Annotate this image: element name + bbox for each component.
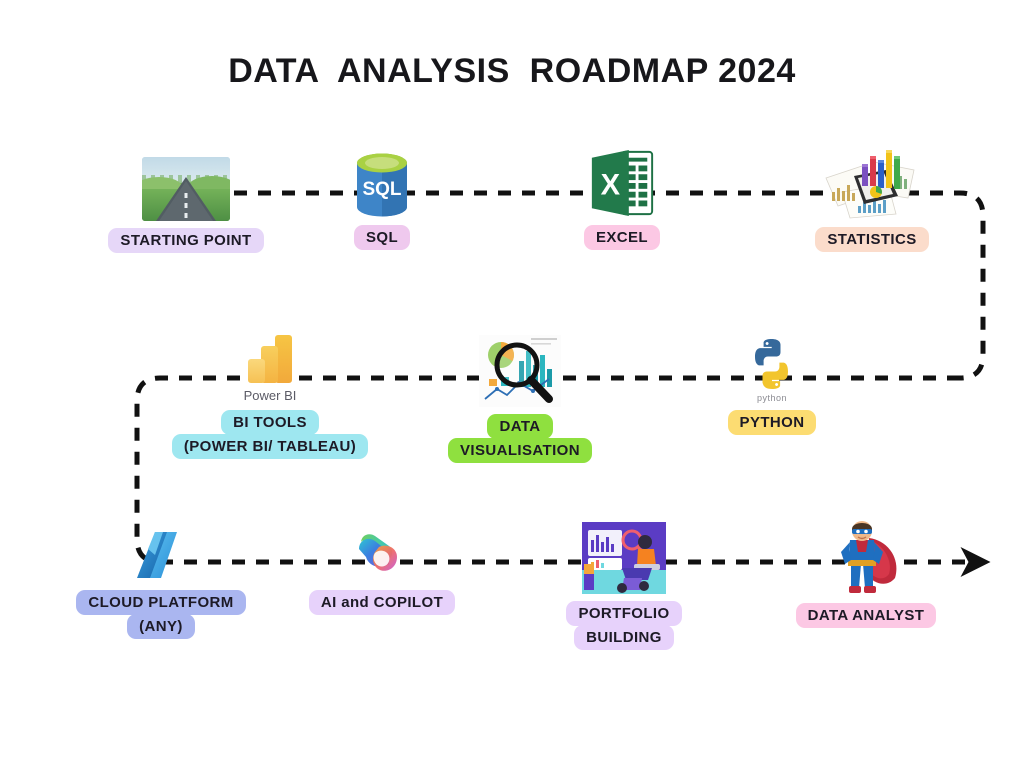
node-label-line: EXCEL [583,225,660,250]
portfolio-illustration-icon [582,522,666,594]
node-ai-copilot[interactable]: AI and COPILOT [300,527,464,615]
node-statistics[interactable]: STATISTICS [812,148,932,252]
node-label-line: (POWER BI/ TABLEAU) [171,434,369,459]
magnifier-chart-icon [479,335,561,407]
node-label-line: STATISTICS [815,227,929,252]
node-label-line: VISUALISATION [448,438,592,463]
node-label: SQL [353,225,411,250]
node-label-line: CLOUD PLATFORM [76,590,246,615]
node-label: PYTHON [727,410,817,435]
node-label-line: DATA ANALYST [795,603,937,628]
node-starting-point[interactable]: STARTING POINT [96,157,276,253]
node-data-visualisation[interactable]: DATA VISUALISATION [438,335,602,463]
node-label-line: STARTING POINT [108,228,264,253]
azure-icon [133,527,189,583]
node-bi-tools[interactable]: Power BI BI TOOLS (POWER BI/ TABLEAU) [158,333,382,459]
svg-text:SQL: SQL [362,179,401,200]
page-title: DATA ANALYSIS ROADMAP 2024 [228,52,796,90]
statistics-charts-icon [822,148,922,220]
node-label: AI and COPILOT [308,590,456,615]
power-bi-caption: Power BI [243,388,297,403]
excel-icon: X [589,148,655,218]
node-label-line: PYTHON [727,410,817,435]
node-excel[interactable]: X EXCEL [562,148,682,250]
node-sql[interactable]: SQL SQL [322,152,442,250]
power-bi-icon: Power BI [243,333,297,403]
node-python[interactable]: python PYTHON [712,336,832,435]
node-label: STATISTICS [815,227,929,252]
node-portfolio-building[interactable]: PORTFOLIO BUILDING [552,522,696,650]
node-label-line: AI and COPILOT [308,590,456,615]
node-label: DATA VISUALISATION [448,414,592,463]
node-label: STARTING POINT [108,228,264,253]
node-cloud-platform[interactable]: CLOUD PLATFORM (ANY) [56,527,266,639]
road-icon [142,157,230,221]
node-label: CLOUD PLATFORM (ANY) [76,590,246,639]
node-label-line: BI TOOLS [221,410,319,435]
superhero-icon [829,518,903,596]
python-icon: python [744,336,800,403]
node-label-line: BUILDING [574,625,674,650]
node-label-line: PORTFOLIO [566,601,682,626]
node-label: BI TOOLS (POWER BI/ TABLEAU) [171,410,369,459]
node-label: PORTFOLIO BUILDING [566,601,682,650]
node-label-line: DATA [487,414,553,439]
node-label-line: (ANY) [127,614,195,639]
python-caption: python [756,393,788,403]
node-label: DATA ANALYST [795,603,937,628]
node-label: EXCEL [583,225,660,250]
svg-text:X: X [601,170,621,202]
copilot-icon [349,527,415,583]
node-label-line: SQL [353,225,411,250]
node-data-analyst[interactable]: DATA ANALYST [788,518,944,628]
sql-database-icon: SQL [354,152,410,218]
